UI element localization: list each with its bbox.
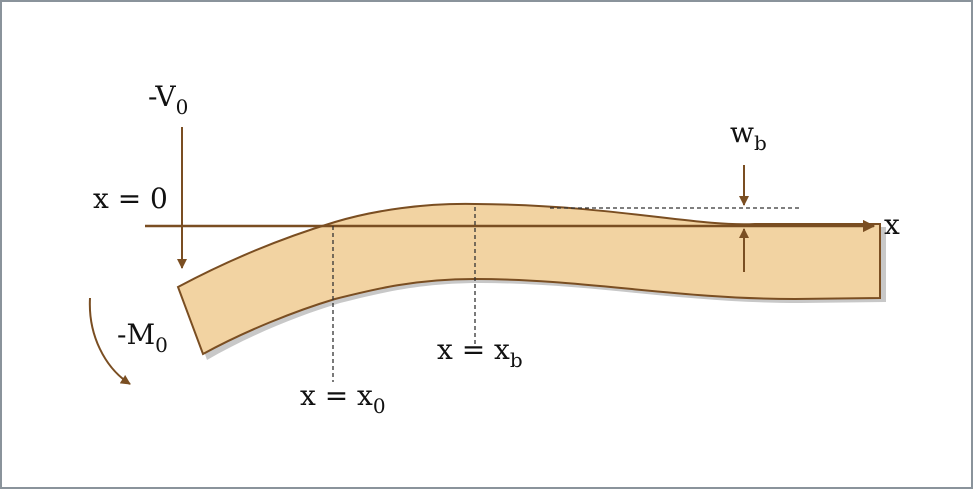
x0-label: x = x0 — [300, 379, 386, 418]
wb-label: wb — [730, 116, 767, 155]
shear-label: -V0 — [148, 80, 188, 119]
xb-label: x = xb — [437, 333, 523, 372]
x-axis-label: x — [884, 208, 900, 241]
beam-body — [176, 202, 881, 356]
moment-label: -M0 — [117, 318, 168, 357]
moment-arrow — [88, 297, 131, 385]
origin-label: x = 0 — [93, 182, 168, 215]
